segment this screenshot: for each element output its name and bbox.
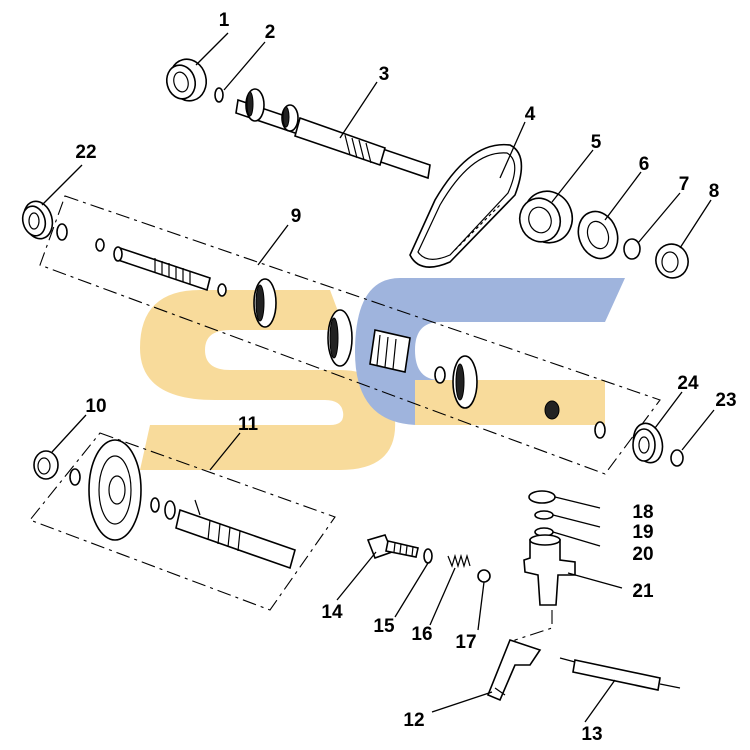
callout-7: 7 [679,174,690,195]
callout-15: 15 [373,616,395,637]
leader-lines [41,32,715,723]
assembly-outline-main-shaft [39,195,661,475]
callout-18: 18 [632,502,653,523]
callout-23: 23 [715,390,736,411]
callout-5: 5 [591,132,602,153]
part-16-spring [447,553,471,569]
part-7-o-ring [623,238,641,260]
callout-9: 9 [291,206,302,227]
part-5-bearing [518,190,574,244]
part-24-bearing [632,422,664,464]
part-21-shift-drum [523,534,576,606]
part-18-washer [528,490,556,504]
callout-22: 22 [75,142,96,163]
callout-19: 19 [632,522,653,543]
part-22-bearing [21,200,54,240]
callout-labels: 1 2 3 4 5 6 7 8 9 10 11 12 13 14 15 16 1… [75,10,736,745]
part-10-bearing [33,450,59,480]
part-14-bolt [366,534,419,560]
part-12-shift-fork [486,639,542,702]
part-1-bearing [165,58,208,102]
callout-16: 16 [411,624,432,645]
callout-11: 11 [238,414,259,435]
callout-1: 1 [219,10,230,31]
callout-17: 17 [455,632,476,653]
assembly-outline-counter-shaft [29,432,336,611]
callout-4: 4 [525,104,536,125]
part-6-oil-seal [577,210,619,260]
callout-21: 21 [632,581,654,602]
callout-8: 8 [709,181,720,202]
part-17-ball [477,569,491,583]
part-19-ring [534,510,554,520]
callout-12: 12 [403,710,424,731]
part-23-circlip [670,449,684,467]
part-13-shift-rod [559,657,681,691]
callout-2: 2 [265,22,276,43]
part-11-counter-shaft-assembly [69,439,296,570]
part-9-main-shaft-assembly [56,223,606,439]
watermark-c-lower-bar [415,380,605,425]
part-4-drive-chain [409,143,523,268]
part-2-circlip [214,87,224,103]
callout-14: 14 [321,602,343,623]
part-3-input-shaft [235,88,431,180]
watermark-logo [140,278,625,470]
part-15-washer [423,548,433,564]
part-8-bearing [655,243,689,279]
callout-6: 6 [639,154,650,175]
callout-10: 10 [85,396,106,417]
callout-3: 3 [379,64,390,85]
callout-13: 13 [581,724,602,745]
callout-20: 20 [632,544,653,565]
callout-24: 24 [677,373,699,394]
watermark-s-shape [140,290,396,470]
